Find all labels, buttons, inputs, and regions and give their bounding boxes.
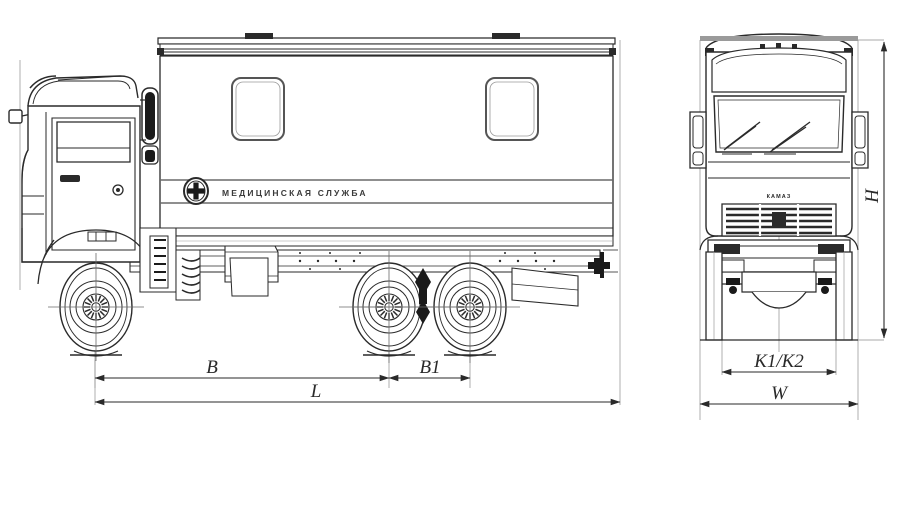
dimension-k-track-width: K1/K2 <box>721 351 837 376</box>
dimension-l-overall-length: L <box>94 381 621 406</box>
dimension-h-label: H <box>862 188 883 204</box>
dimension-b-label: B <box>206 357 218 378</box>
side-view: МЕДИЦИНСКАЯ СЛУЖБА <box>8 33 621 406</box>
body-side-text: МЕДИЦИНСКАЯ СЛУЖБА <box>222 188 368 198</box>
box-body: МЕДИЦИНСКАЯ СЛУЖБА <box>157 33 616 247</box>
wheels-side <box>48 251 520 363</box>
rear-hitch <box>588 252 610 278</box>
dimension-k-label: K1/K2 <box>753 351 804 372</box>
dimension-b-wheelbase: B <box>94 357 390 382</box>
front-wheel <box>48 253 144 361</box>
dimension-w-label: W <box>771 383 789 404</box>
cab-side <box>8 75 201 301</box>
front-grille-brand-text: КАМАЗ <box>767 194 792 200</box>
dimension-h-overall-height: H <box>862 41 888 339</box>
dimension-b1-label: B1 <box>419 357 440 378</box>
front-view: КАМАЗ <box>689 33 888 420</box>
dimension-b1-rear-axle-spread: B1 <box>388 357 471 382</box>
dimension-w-overall-width: W <box>699 383 859 408</box>
medical-cross-emblem <box>183 177 209 205</box>
dimension-l-label: L <box>310 381 322 402</box>
side-dimensions: B B1 L <box>94 357 621 406</box>
